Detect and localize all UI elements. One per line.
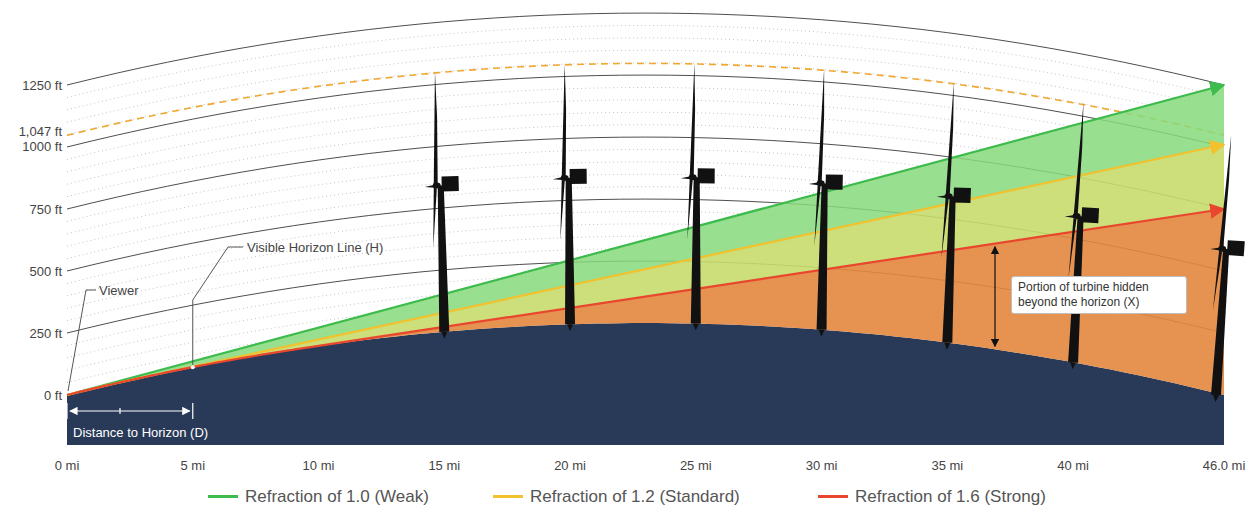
y-axis-label: 250 ft bbox=[29, 326, 62, 341]
distance-arrow bbox=[70, 410, 190, 411]
hidden-portion-arrow bbox=[994, 247, 995, 347]
turbine-height-arc bbox=[67, 63, 1224, 135]
distance-tick bbox=[119, 408, 120, 414]
elevation-arc-dotted bbox=[67, 50, 1224, 122]
x-axis-label: 10 mi bbox=[303, 458, 335, 473]
sight-line bbox=[67, 209, 1224, 395]
y-axis-label: 1250 ft bbox=[22, 78, 62, 93]
sight-line bbox=[67, 85, 1224, 395]
callout-text: Portion of turbine hidden beyond the hor… bbox=[1018, 280, 1180, 310]
legend-swatch bbox=[818, 495, 848, 498]
y-axis-label: 0 ft bbox=[44, 388, 62, 403]
hidden-region-strong bbox=[67, 209, 1224, 395]
distance-tick bbox=[192, 403, 193, 419]
wind-turbine bbox=[422, 71, 462, 339]
callout-label: Viewer bbox=[99, 283, 139, 298]
wind-turbine bbox=[552, 64, 588, 332]
x-axis-label: 40 mi bbox=[1057, 458, 1089, 473]
distance-tick bbox=[66, 403, 67, 419]
legend-label: Refraction of 1.0 (Weak) bbox=[245, 487, 429, 507]
wind-turbine bbox=[680, 63, 716, 331]
callout-label: Visible Horizon Line (H) bbox=[247, 240, 383, 255]
elevation-arc-dotted bbox=[67, 63, 1224, 135]
y-axis-label: 750 ft bbox=[29, 202, 62, 217]
x-axis-label: 5 mi bbox=[180, 458, 205, 473]
dimension-label: Distance to Horizon (D) bbox=[73, 425, 208, 440]
wind-turbine bbox=[1200, 134, 1253, 403]
y-axis-label: 1000 ft bbox=[22, 139, 62, 154]
x-axis-label: 46.0 mi bbox=[1203, 458, 1246, 473]
band-standard bbox=[67, 145, 1224, 395]
x-axis-label: 30 mi bbox=[806, 458, 838, 473]
viewer-leader bbox=[68, 290, 96, 391]
x-axis-label: 25 mi bbox=[680, 458, 712, 473]
legend-label: Refraction of 1.2 (Standard) bbox=[530, 487, 740, 507]
sight-line bbox=[67, 145, 1224, 395]
elevation-arc-dotted bbox=[67, 25, 1224, 97]
wind-turbine bbox=[805, 69, 845, 337]
legend-swatch bbox=[493, 495, 523, 498]
legend-label: Refraction of 1.6 (Strong) bbox=[855, 487, 1046, 507]
horizon-point bbox=[191, 365, 195, 369]
x-axis-label: 35 mi bbox=[931, 458, 963, 473]
legend-swatch bbox=[208, 495, 238, 498]
horizon-leader bbox=[193, 247, 243, 365]
x-axis-label: 20 mi bbox=[554, 458, 586, 473]
y-axis-label: 500 ft bbox=[29, 264, 62, 279]
x-axis-label: 15 mi bbox=[428, 458, 460, 473]
wind-turbine bbox=[931, 82, 975, 350]
band-weak bbox=[67, 85, 1224, 395]
elevation-arc bbox=[67, 13, 1224, 85]
x-axis-label: 0 mi bbox=[55, 458, 80, 473]
y-axis-label: 1,047 ft bbox=[19, 124, 62, 139]
callout-box: Portion of turbine hidden beyond the hor… bbox=[1011, 276, 1187, 314]
wind-turbine bbox=[1057, 101, 1105, 370]
